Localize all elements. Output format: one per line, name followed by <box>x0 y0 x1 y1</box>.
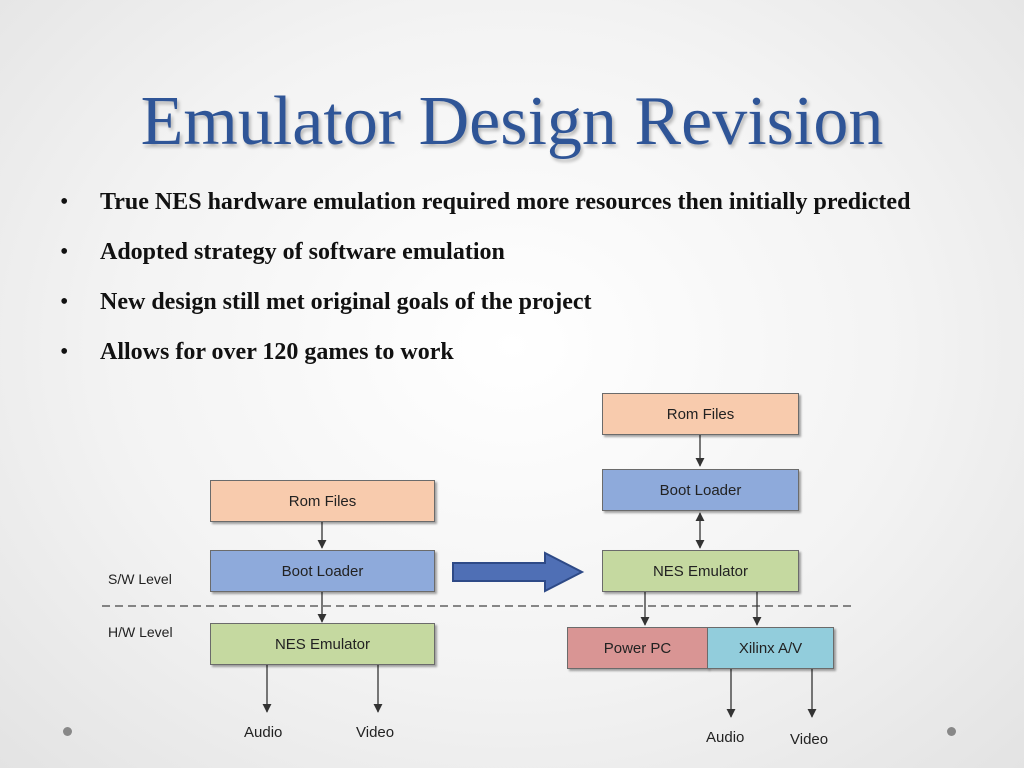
bullet-text: True NES hardware emulation required mor… <box>100 189 911 215</box>
right-power-pc-box: Power PC <box>567 627 708 669</box>
transition-arrow-icon <box>452 551 585 593</box>
bullet-item: • New design still met original goals of… <box>60 285 940 319</box>
left-rom-files-label: Rom Files <box>288 492 357 510</box>
right-rom-files-box: Rom Files <box>602 393 799 435</box>
bullet-marker: • <box>60 189 69 215</box>
left-boot-loader-label: Boot Loader <box>281 562 364 580</box>
left-video-label: Video <box>356 724 395 741</box>
decorative-dot-left-icon <box>63 727 72 736</box>
right-boot-loader-box: Boot Loader <box>602 469 799 511</box>
bullet-text: New design still met original goals of t… <box>100 289 592 315</box>
left-audio-label: Audio <box>244 724 283 741</box>
left-nes-emulator-box: NES Emulator <box>210 623 435 665</box>
bullet-item: • Adopted strategy of software emulation <box>60 235 940 269</box>
sw-level-label: S/W Level <box>108 571 172 587</box>
hw-level-label: H/W Level <box>108 624 173 640</box>
right-power-pc-label: Power PC <box>603 639 672 657</box>
left-boot-loader-box: Boot Loader <box>210 550 435 592</box>
bullet-text: Adopted strategy of software emulation <box>100 239 505 265</box>
bullet-marker: • <box>60 289 69 315</box>
left-nes-emulator-label: NES Emulator <box>274 635 371 653</box>
slide-title: Emulator Design Revision <box>140 83 884 160</box>
right-rom-files-label: Rom Files <box>666 405 735 423</box>
bullet-marker: • <box>60 339 69 365</box>
decorative-dot-right-icon <box>947 727 956 736</box>
bullet-text: Allows for over 120 games to work <box>100 339 454 365</box>
right-boot-loader-label: Boot Loader <box>659 481 742 499</box>
bullet-list: • True NES hardware emulation required m… <box>60 185 940 385</box>
right-video-label: Video <box>790 731 829 748</box>
bullet-marker: • <box>60 239 69 265</box>
right-xilinx-box: Xilinx A/V <box>707 627 834 669</box>
right-nes-emulator-label: NES Emulator <box>652 562 749 580</box>
right-nes-emulator-box: NES Emulator <box>602 550 799 592</box>
right-xilinx-label: Xilinx A/V <box>738 639 803 657</box>
left-rom-files-box: Rom Files <box>210 480 435 522</box>
bullet-item: • True NES hardware emulation required m… <box>60 185 940 219</box>
bullet-item: • Allows for over 120 games to work <box>60 335 940 369</box>
right-audio-label: Audio <box>706 729 745 746</box>
